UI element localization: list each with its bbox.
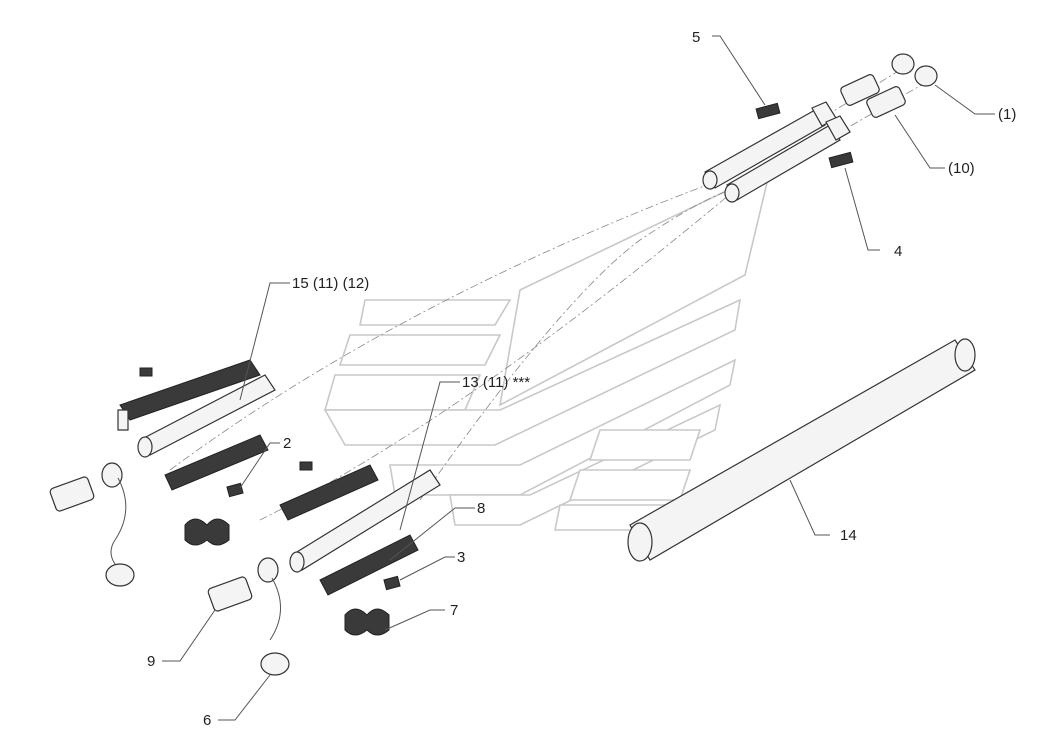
watermark-logo — [323, 168, 772, 531]
callout-3: 3 — [457, 549, 465, 566]
cap-nut-1 — [891, 53, 938, 87]
coupling-left — [49, 462, 135, 587]
callout-labels: 5 (1) (10) 4 15 (11) (12) 2 13 (11) *** … — [147, 29, 1016, 729]
callout-2: 2 — [283, 435, 291, 452]
callout-15: 15 (11) (12) — [292, 275, 369, 292]
leader-lines — [162, 35, 995, 721]
clip-4 — [828, 151, 854, 169]
callout-14: 14 — [840, 527, 857, 544]
coupling-9 — [207, 557, 279, 612]
callout-7: 7 — [450, 602, 458, 619]
bracket-clamps-7 — [344, 608, 390, 636]
callout-9: 9 — [147, 653, 155, 670]
callout-4: 4 — [894, 243, 902, 260]
callout-6: 6 — [203, 712, 211, 729]
callout-8: 8 — [477, 500, 485, 517]
clip-5 — [755, 102, 781, 120]
hose-assembly-upper — [702, 101, 851, 203]
hose-assembly-13 — [279, 461, 441, 596]
callout-10: (10) — [948, 160, 975, 177]
protective-sleeve-14 — [627, 338, 976, 562]
hose-assembly-15 — [117, 359, 276, 498]
callout-1: (1) — [998, 106, 1016, 123]
adapter-fitting-10 — [840, 74, 906, 118]
dust-cap-6 — [260, 577, 290, 676]
callout-13: 13 (11) *** — [462, 374, 530, 391]
callout-5: 5 — [692, 29, 700, 46]
bracket-clamps-left — [184, 518, 230, 546]
